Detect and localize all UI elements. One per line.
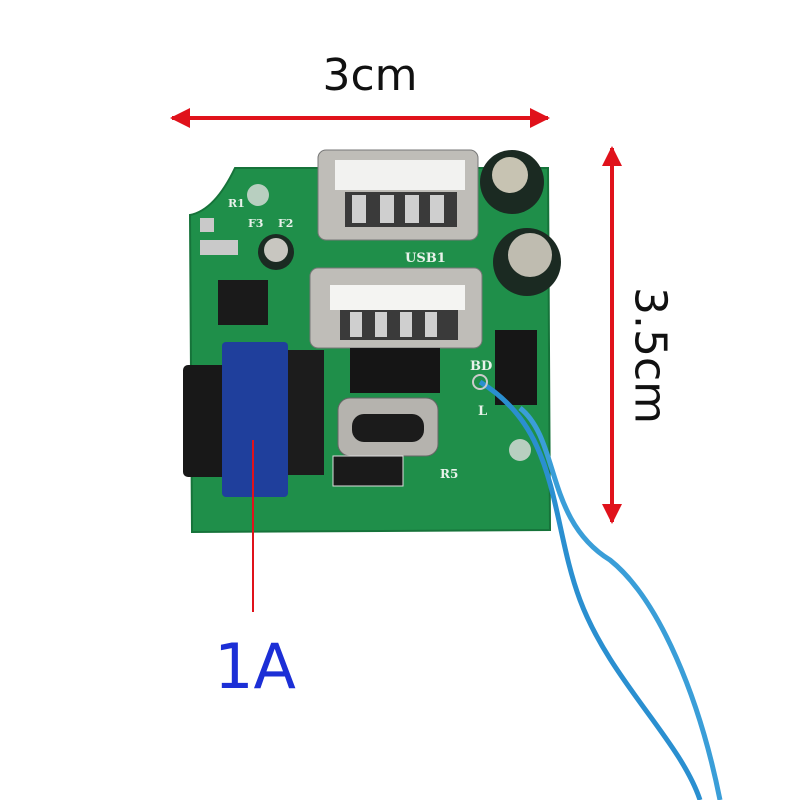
height-label: 3.5cm bbox=[624, 286, 676, 425]
inductor bbox=[222, 342, 288, 497]
capacitor-top bbox=[492, 157, 528, 193]
ic-chip bbox=[218, 280, 268, 325]
transformer-right bbox=[284, 350, 324, 475]
bridge-rectifier bbox=[495, 330, 537, 405]
silk-r5: R5 bbox=[440, 467, 458, 481]
silk-r1: R1 bbox=[228, 197, 245, 210]
usb-port-2 bbox=[309, 267, 483, 349]
usb-port-1 bbox=[317, 149, 479, 241]
silk-l: L bbox=[478, 404, 487, 419]
transformer-left bbox=[183, 365, 228, 477]
ic-block bbox=[350, 348, 440, 393]
mounting-hole bbox=[509, 439, 531, 461]
width-label: 3cm bbox=[322, 50, 418, 101]
usb-c-port bbox=[337, 397, 439, 457]
silk-f3: F3 bbox=[248, 217, 263, 230]
wire-1 bbox=[478, 379, 703, 800]
silk-f2: F2 bbox=[278, 217, 293, 230]
silk-bd: BD bbox=[470, 359, 492, 374]
diode bbox=[332, 455, 404, 487]
capacitor-top bbox=[508, 233, 552, 277]
mounting-hole bbox=[247, 184, 269, 206]
silk-usb1: USB1 bbox=[405, 251, 446, 266]
smd-pad bbox=[200, 240, 238, 255]
wire-2 bbox=[518, 406, 723, 800]
capacitor-top bbox=[264, 238, 288, 262]
wire-solder-point bbox=[472, 374, 488, 390]
current-rating-label: 1A bbox=[214, 630, 296, 703]
smd-pad bbox=[200, 218, 214, 232]
